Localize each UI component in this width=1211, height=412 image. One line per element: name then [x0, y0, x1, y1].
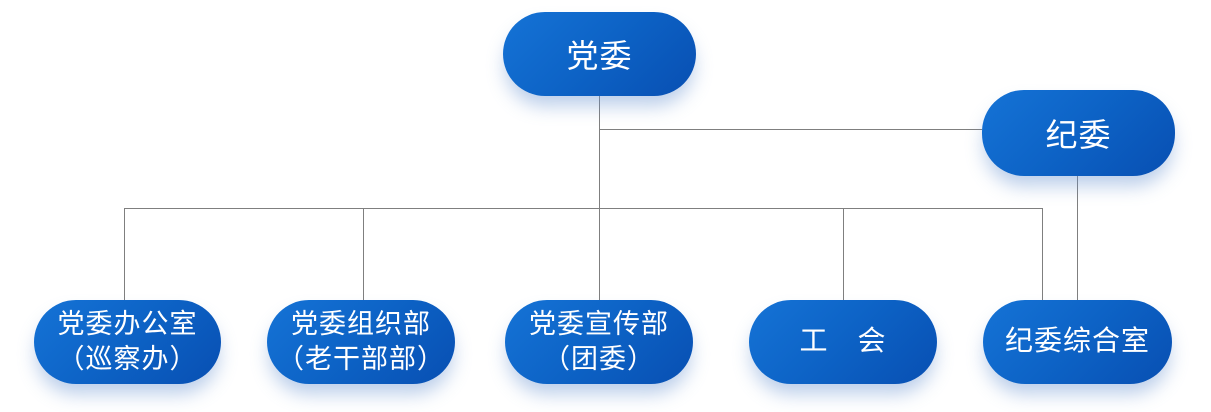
connector-drop-gonghui	[843, 208, 844, 300]
connector-drop-zongheshi	[1042, 208, 1043, 302]
connector-drop-bangongshi	[124, 208, 125, 300]
connector-dangwei-to-jiwei	[599, 129, 982, 130]
node-dangwei-label: 党委	[566, 38, 633, 74]
node-zuzhibu-line1: 党委组织部	[291, 309, 431, 340]
connector-dangwei-trunk	[599, 96, 600, 300]
connector-jiwei-to-zongheshi	[1077, 176, 1078, 302]
node-zuzhibu: 党委组织部 （老干部部）	[267, 300, 455, 384]
connector-bus	[124, 208, 1043, 209]
node-zongheshi: 纪委综合室	[983, 300, 1172, 384]
connector-drop-zuzhibu	[363, 208, 364, 300]
node-gonghui-label: 工 会	[799, 326, 887, 358]
node-xuanchuanbu-line2: （团委）	[543, 344, 655, 374]
node-jiwei-label: 纪委	[1045, 117, 1112, 153]
node-jiwei: 纪委	[982, 90, 1175, 176]
node-bangongshi-line1: 党委办公室	[57, 309, 198, 340]
node-gonghui: 工 会	[749, 300, 937, 384]
node-zuzhibu-line2: （老干部部）	[277, 344, 445, 374]
node-bangongshi-line2: （巡察办）	[57, 344, 198, 374]
node-bangongshi: 党委办公室 （巡察办）	[34, 300, 221, 384]
node-xuanchuanbu: 党委宣传部 （团委）	[505, 300, 693, 384]
node-zongheshi-label: 纪委综合室	[1004, 326, 1150, 358]
node-dangwei: 党委	[503, 12, 696, 96]
node-xuanchuanbu-line1: 党委宣传部	[529, 309, 669, 340]
